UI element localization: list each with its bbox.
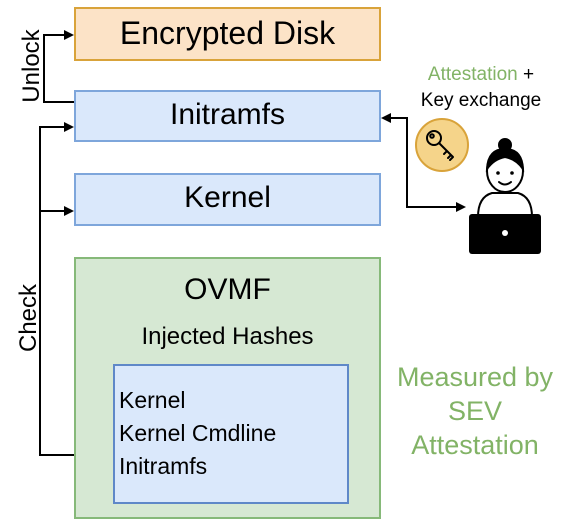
plus-text: +: [517, 64, 535, 85]
measured-by-line-2: SEV: [447, 396, 503, 426]
attestation-connector: [381, 113, 462, 208]
hash-item-kernel-cmdline: Kernel Cmdline: [119, 420, 277, 446]
encrypted-disk-label: Encrypted Disk: [119, 15, 336, 51]
injected-hashes-box: Kernel Kernel Cmdline Initramfs: [113, 364, 349, 504]
hash-item-kernel: Kernel: [119, 387, 186, 413]
unlock-connector: [43, 30, 74, 103]
injected-hashes-label: Injected Hashes: [141, 323, 314, 350]
user-laptop-icon: [469, 138, 541, 254]
check-connector-initramfs: [39, 122, 74, 456]
kernel-label: Kernel: [184, 181, 271, 214]
measured-by-line-3: Attestation: [411, 430, 539, 460]
hash-item-initramfs: Initramfs: [119, 453, 208, 479]
initramfs-label: Initramfs: [169, 98, 286, 131]
measured-by-annotation: Measured by SEV Attestation: [384, 360, 566, 462]
initramfs-box: Initramfs: [74, 90, 381, 142]
encrypted-disk-box: Encrypted Disk: [74, 7, 381, 61]
ovmf-label: OVMF: [184, 273, 271, 306]
check-label: Check: [15, 283, 42, 353]
measured-by-line-1: Measured by: [396, 362, 554, 392]
attestation-text: Attestation: [427, 64, 518, 85]
key-exchange-text: Key exchange: [420, 90, 542, 111]
unlock-label: Unlock: [18, 29, 45, 103]
key-icon: [415, 118, 469, 172]
kernel-box: Kernel: [74, 173, 381, 226]
attestation-annotation: Attestation + Key exchange: [396, 62, 566, 114]
hash-list: Kernel Kernel Cmdline Initramfs: [119, 384, 276, 483]
